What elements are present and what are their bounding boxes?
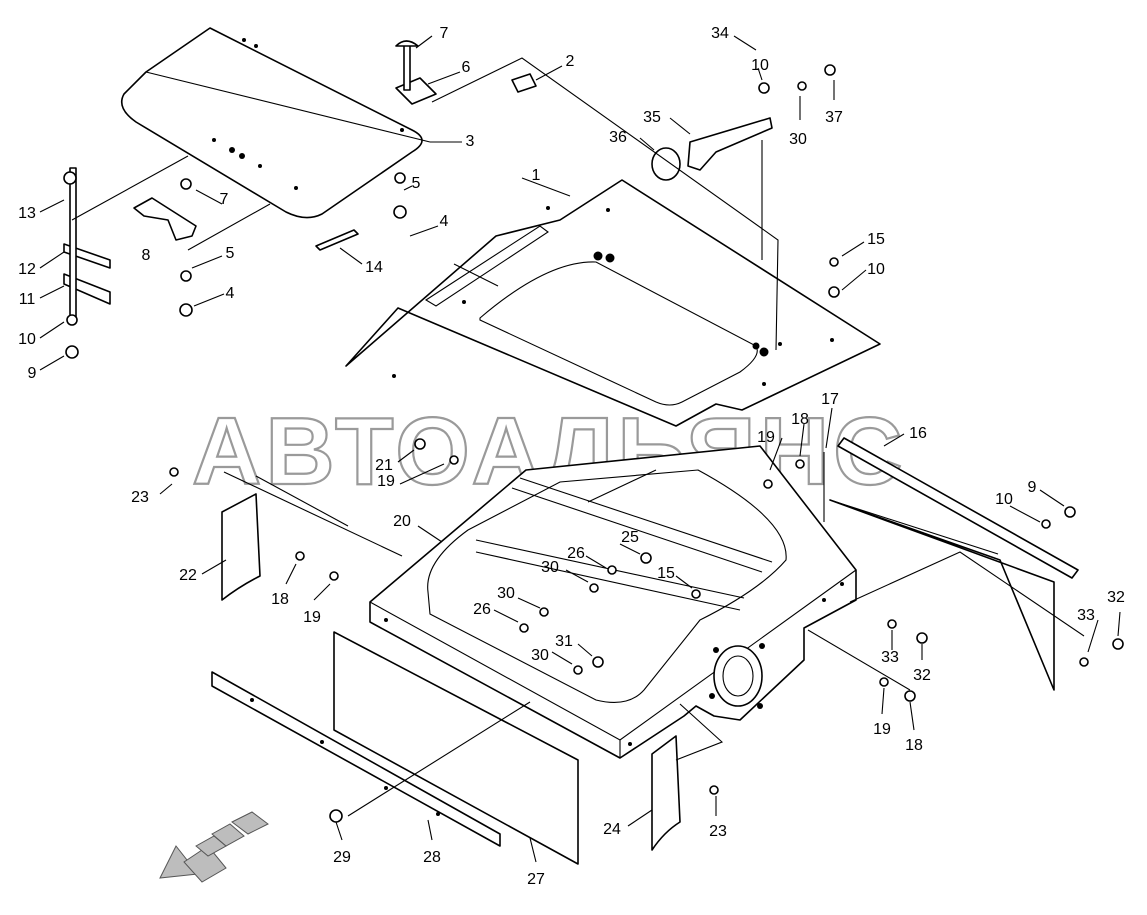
callout-label-13: 13 — [18, 205, 36, 222]
left-shield — [221, 493, 261, 601]
latch-lever-35 — [651, 117, 773, 181]
main-frame — [369, 445, 857, 759]
callout-label-5: 5 — [226, 245, 235, 262]
callout-label-28: 28 — [423, 849, 441, 866]
callout-label-33: 33 — [1077, 607, 1095, 624]
callout-label-15: 15 — [867, 231, 885, 248]
callout-label-19: 19 — [757, 429, 775, 446]
callout-label-30: 30 — [541, 559, 559, 576]
front-direction-arrow — [159, 811, 269, 883]
callout-label-20: 20 — [393, 513, 411, 530]
callout-label-30: 30 — [789, 131, 807, 148]
callout-label-19: 19 — [377, 473, 395, 490]
callout-label-10: 10 — [995, 491, 1013, 508]
callout-label-5: 5 — [412, 175, 421, 192]
strip-14 — [315, 229, 359, 251]
callout-label-4: 4 — [226, 285, 235, 302]
callout-label-18: 18 — [905, 737, 923, 754]
callout-label-34: 34 — [711, 25, 729, 42]
callout-label-12: 12 — [18, 261, 36, 278]
callout-label-21: 21 — [375, 457, 393, 474]
callout-label-7: 7 — [440, 25, 449, 42]
callout-label-16: 16 — [909, 425, 927, 442]
bracket-8 — [133, 197, 197, 241]
callout-label-32: 32 — [913, 667, 931, 684]
fasteners — [63, 64, 1124, 823]
callout-label-18: 18 — [791, 411, 809, 428]
callout-label-24: 24 — [603, 821, 621, 838]
callout-label-25: 25 — [621, 529, 639, 546]
callout-label-2: 2 — [566, 53, 575, 70]
callout-labels: 1234455677899101010101112131415151617181… — [18, 25, 1125, 888]
callout-label-8: 8 — [142, 247, 151, 264]
bracket-11-12 — [63, 167, 111, 321]
callout-label-31: 31 — [555, 633, 573, 650]
hinge-bracket — [395, 40, 437, 105]
callout-label-22: 22 — [179, 567, 197, 584]
callout-label-26: 26 — [567, 545, 585, 562]
callout-label-10: 10 — [18, 331, 36, 348]
callout-label-36: 36 — [609, 129, 627, 146]
callout-label-10: 10 — [867, 261, 885, 278]
callout-label-26: 26 — [473, 601, 491, 618]
callout-label-23: 23 — [709, 823, 727, 840]
callout-label-27: 27 — [527, 871, 545, 888]
callout-label-15: 15 — [657, 565, 675, 582]
callout-label-6: 6 — [462, 59, 471, 76]
callout-label-9: 9 — [1028, 479, 1037, 496]
callout-label-19: 19 — [873, 721, 891, 738]
callout-label-14: 14 — [365, 259, 383, 276]
floor-plate — [345, 179, 881, 427]
callout-label-7: 7 — [220, 191, 229, 208]
callout-label-9: 9 — [28, 365, 37, 382]
callout-label-30: 30 — [497, 585, 515, 602]
rear-shield — [651, 735, 681, 851]
callout-label-33: 33 — [881, 649, 899, 666]
callout-label-17: 17 — [821, 391, 839, 408]
callout-label-1: 1 — [532, 167, 541, 184]
latch-bracket-2 — [511, 73, 537, 93]
callout-label-4: 4 — [440, 213, 449, 230]
callout-label-11: 11 — [19, 291, 36, 308]
callout-label-19: 19 — [303, 609, 321, 626]
callout-label-37: 37 — [825, 109, 843, 126]
leader-lines — [39, 35, 1121, 863]
callout-label-30: 30 — [531, 647, 549, 664]
callout-label-3: 3 — [466, 133, 475, 150]
top-cover-panel — [120, 27, 431, 219]
callout-label-32: 32 — [1107, 589, 1125, 606]
callout-label-35: 35 — [643, 109, 661, 126]
callout-label-10: 10 — [751, 57, 769, 74]
callout-label-23: 23 — [131, 489, 149, 506]
callout-label-18: 18 — [271, 591, 289, 608]
right-side-panel — [829, 437, 1079, 691]
callout-label-29: 29 — [333, 849, 351, 866]
